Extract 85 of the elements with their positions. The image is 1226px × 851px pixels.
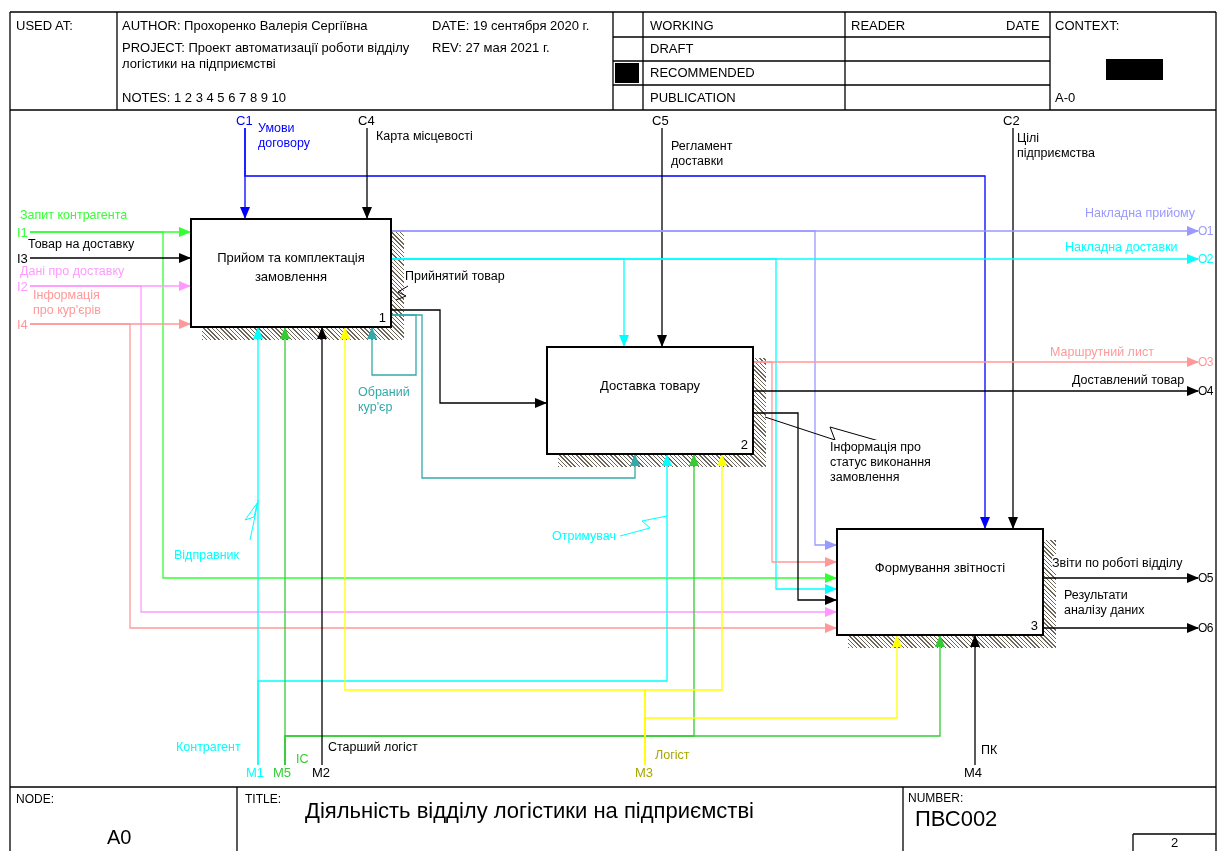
arrow <box>391 314 640 479</box>
diagram-number: ПВС002 <box>915 806 998 832</box>
field-label: CONTEXT: <box>1055 18 1120 34</box>
status-label: DRAFT <box>650 41 694 57</box>
arrow-label: Доставлений товар <box>1072 373 1185 388</box>
arrow <box>29 253 191 263</box>
arrow <box>970 635 980 766</box>
node-number: A0 <box>107 825 132 849</box>
revision-field: REV: 27 мая 2021 г. <box>432 40 550 56</box>
arrow <box>753 412 837 605</box>
arrow-label: Старший логіст <box>328 740 418 755</box>
arrow <box>29 285 837 617</box>
arrow <box>657 127 667 347</box>
icom-code: O1 <box>1198 224 1213 239</box>
icom-code: M3 <box>635 765 654 780</box>
activity-number: 2 <box>740 437 748 452</box>
arrow-label: Запит контрагента <box>20 208 128 223</box>
activity-number: 1 <box>378 310 386 325</box>
arrow <box>1043 573 1199 583</box>
node-reference: A-0 <box>1055 90 1076 106</box>
field-label: DATE <box>1006 18 1040 34</box>
project-field: PROJECT: Проект автоматизації роботи відділу логістики на підприємстві <box>122 40 412 72</box>
icom-code: O2 <box>1198 252 1213 267</box>
icom-code: O5 <box>1198 571 1213 586</box>
arrow-label: Маршрутний лист <box>1050 345 1154 360</box>
arrow <box>391 309 547 408</box>
icom-code: M1 <box>246 765 265 780</box>
icom-code: M2 <box>312 765 331 780</box>
arrow-label: Карта місцевості <box>376 129 473 144</box>
activity-number: 3 <box>1030 618 1038 633</box>
arrow <box>29 231 837 583</box>
arrow <box>284 635 945 766</box>
status-label: RECOMMENDED <box>650 65 755 81</box>
field-label: USED AT: <box>16 18 73 34</box>
arrow <box>1008 127 1018 529</box>
icom-code: C2 <box>1003 113 1020 128</box>
arrow-label: Дані про доставку <box>20 264 125 279</box>
arrow <box>244 127 990 529</box>
arrow <box>753 386 1199 396</box>
notes-field: NOTES: 1 2 3 4 5 6 7 8 9 10 <box>122 90 287 106</box>
icom-code: I3 <box>17 251 28 266</box>
arrow <box>367 314 417 376</box>
field-label: NODE: <box>16 792 54 806</box>
icom-code: C4 <box>358 113 375 128</box>
page-number: 2 <box>1171 835 1179 851</box>
activity-box <box>190 218 392 328</box>
field-label: NUMBER: <box>908 791 964 805</box>
arrow <box>362 127 372 219</box>
activity-name: Доставка товару <box>598 377 702 395</box>
arrow <box>317 327 327 766</box>
icom-code: C5 <box>652 113 669 128</box>
icom-code: I1 <box>17 225 28 240</box>
arrow <box>391 230 837 550</box>
author-field: AUTHOR: Прохоренко Валерія Сергіївна <box>122 18 368 34</box>
field-label: READER <box>851 18 906 34</box>
arrow <box>1043 623 1199 633</box>
arrow-label: Прийнятий товар <box>405 269 505 284</box>
field-label: TITLE: <box>245 792 281 806</box>
arrow-label: Відправник <box>174 548 240 563</box>
arrow <box>391 258 837 594</box>
arrow-label: Товар на доставку <box>28 237 135 252</box>
arrow-label: Контрагент <box>176 740 241 755</box>
date-field: DATE: 19 сентября 2020 г. <box>432 18 590 34</box>
arrow <box>29 323 837 633</box>
arrow-label: Отримувач <box>552 529 617 544</box>
activity-box <box>836 528 1044 636</box>
icom-code: M4 <box>964 765 983 780</box>
status-label: PUBLICATION <box>650 90 736 106</box>
arrow-label: Накладна прийому <box>1085 206 1196 221</box>
icom-code: I4 <box>17 317 28 332</box>
activity-box <box>546 346 754 455</box>
status-label: WORKING <box>650 18 714 34</box>
icom-code: I2 <box>17 279 28 294</box>
arrow-label: Звіти по роботі відділу <box>1052 556 1183 571</box>
icom-code: O3 <box>1198 355 1213 370</box>
arrow <box>644 635 902 766</box>
icom-code: C1 <box>236 113 253 128</box>
icom-code: O4 <box>1198 384 1213 399</box>
icom-code: O6 <box>1198 621 1213 636</box>
activity-name: Прийом та комплектація замовлення <box>216 249 366 286</box>
arrow-label: Накладна доставки <box>1065 240 1178 255</box>
arrow <box>753 361 837 567</box>
icom-code: M5 <box>273 765 292 780</box>
activity-name: Формування звітності <box>873 559 1007 577</box>
diagram-title: Діяльність відділу логістики на підприємстві <box>305 798 754 824</box>
